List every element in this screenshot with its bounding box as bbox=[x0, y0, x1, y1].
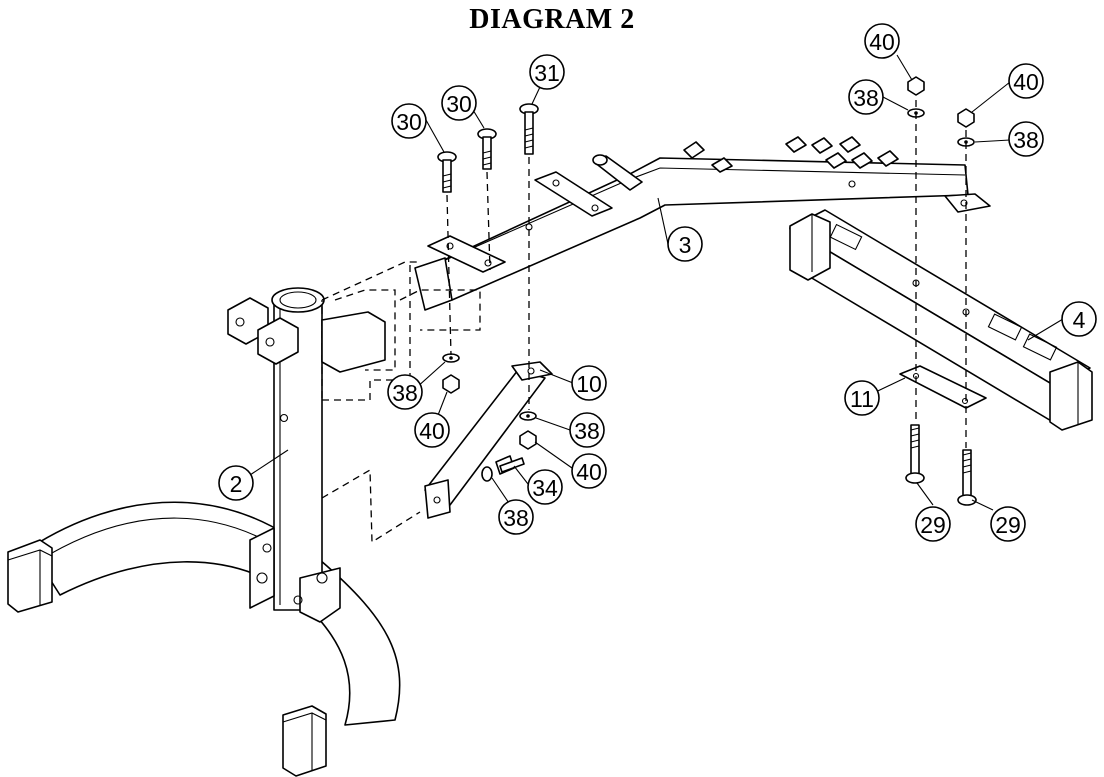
callout-3: 3 bbox=[667, 226, 703, 262]
callout-34-label: 34 bbox=[532, 475, 558, 501]
callout-4-label: 4 bbox=[1073, 307, 1086, 333]
callout-11-label: 11 bbox=[850, 386, 874, 412]
callout-38-low: 38 bbox=[498, 499, 534, 535]
callout-38-low-label: 38 bbox=[503, 505, 529, 531]
callout-38-right-label: 38 bbox=[1013, 127, 1039, 153]
callout-40-top: 40 bbox=[864, 23, 900, 59]
callout-38-top-label: 38 bbox=[853, 85, 879, 111]
callout-38-mid: 38 bbox=[569, 412, 605, 448]
callout-30-a-label: 30 bbox=[396, 109, 422, 135]
flat-plate bbox=[899, 365, 987, 409]
callout-29-b-label: 29 bbox=[995, 512, 1021, 538]
callout-30-b-label: 30 bbox=[446, 91, 472, 117]
callout-2-label: 2 bbox=[230, 471, 243, 497]
callout-30-a: 30 bbox=[391, 103, 427, 139]
support-bracket bbox=[424, 361, 553, 519]
callout-40-left: 40 bbox=[414, 412, 450, 448]
diagram-title: DIAGRAM 2 bbox=[469, 4, 635, 35]
callout-38-left-label: 38 bbox=[392, 380, 418, 406]
callout-30-b: 30 bbox=[441, 85, 477, 121]
callout-10: 10 bbox=[571, 365, 607, 401]
callout-31: 31 bbox=[529, 54, 565, 90]
callout-40-mid: 40 bbox=[571, 453, 607, 489]
callout-29-a: 29 bbox=[915, 506, 951, 542]
callout-40-top-label: 40 bbox=[869, 29, 895, 55]
main-beam bbox=[414, 136, 991, 311]
callout-40-right: 40 bbox=[1008, 63, 1044, 99]
callout-34: 34 bbox=[527, 469, 563, 505]
callout-2: 2 bbox=[218, 465, 254, 501]
upright-post bbox=[227, 287, 341, 623]
assembly-guide-lines bbox=[321, 100, 967, 544]
callout-31-label: 31 bbox=[534, 60, 560, 86]
hardware bbox=[437, 76, 977, 506]
base-frame bbox=[7, 501, 401, 777]
callout-40-left-label: 40 bbox=[419, 418, 445, 444]
callout-38-right: 38 bbox=[1008, 121, 1044, 157]
callout-40-right-label: 40 bbox=[1013, 69, 1039, 95]
callout-4: 4 bbox=[1061, 301, 1097, 337]
cross-beam bbox=[789, 209, 1093, 431]
callout-40-mid-label: 40 bbox=[576, 459, 602, 485]
beam-tabs bbox=[683, 136, 899, 173]
callout-29-b: 29 bbox=[990, 506, 1026, 542]
callout-3-label: 3 bbox=[679, 232, 692, 258]
callout-38-left: 38 bbox=[387, 374, 423, 410]
callout-11: 11 bbox=[844, 380, 880, 416]
callout-38-top: 38 bbox=[848, 79, 884, 115]
callout-10-label: 10 bbox=[576, 371, 602, 397]
callout-29-a-label: 29 bbox=[920, 512, 946, 538]
callout-38-mid-label: 38 bbox=[574, 418, 600, 444]
